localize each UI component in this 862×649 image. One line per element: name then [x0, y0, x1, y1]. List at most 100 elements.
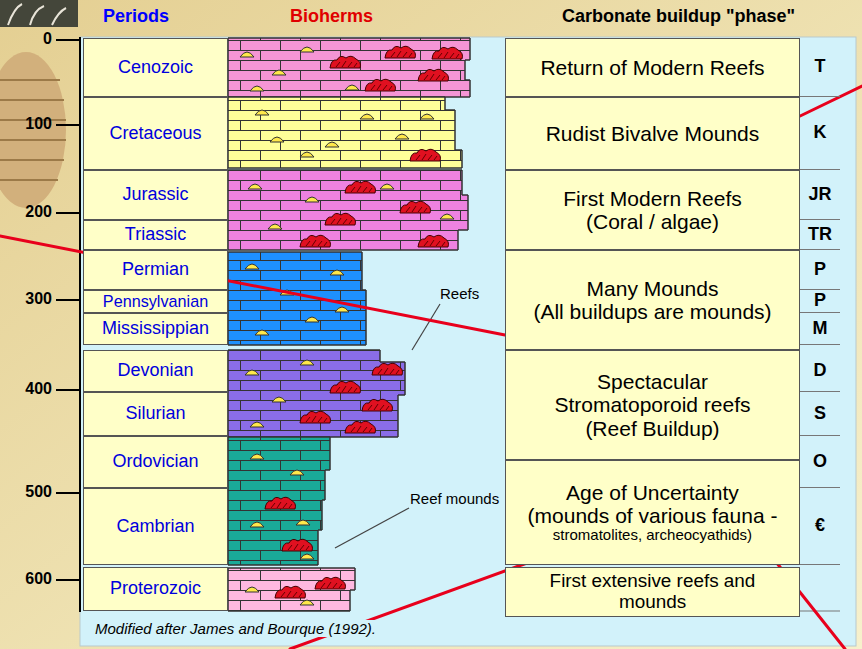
node-text: S	[814, 404, 826, 424]
reef-symbol	[365, 79, 396, 91]
node-content: D	[814, 361, 827, 381]
node-text: D	[814, 361, 827, 381]
reef-symbol	[345, 181, 376, 193]
pointer-line	[796, 86, 862, 118]
mound-symbol	[270, 137, 284, 142]
node-text: Permian	[122, 260, 189, 280]
mound-symbol	[300, 47, 314, 52]
reef-symbol	[385, 46, 416, 58]
mound-symbol	[272, 397, 286, 402]
node-text: (Reef Buildup)	[543, 417, 763, 440]
mound-symbol	[395, 134, 409, 139]
scale-tick	[56, 212, 80, 214]
leader-line	[335, 508, 409, 548]
time-scale	[56, 37, 80, 612]
node-text: Cretaceous	[109, 124, 201, 144]
scale-tick	[56, 299, 80, 301]
scale-number: 100	[0, 115, 52, 133]
mound-symbol	[440, 214, 454, 219]
node-text: Many Mounds	[533, 277, 771, 300]
node-content: Return of Modern Reefs	[540, 56, 764, 79]
node-content: T	[815, 57, 826, 77]
scale-number: 400	[0, 380, 52, 398]
node-text: Jurassic	[122, 185, 188, 205]
node-text: First extensive reefs and mounds	[548, 571, 758, 613]
node-text: stromatolites, archeocyathids)	[528, 527, 778, 544]
mound-symbol	[250, 422, 264, 427]
period-cell: Ordovician	[83, 436, 228, 488]
column-header: Periods	[103, 6, 169, 27]
leader-lines	[335, 304, 440, 548]
period-symbol: T	[800, 38, 840, 97]
mound-symbol	[250, 454, 264, 459]
bioherm-band	[228, 170, 468, 250]
brick-texture	[228, 170, 468, 250]
mound-symbol	[250, 522, 264, 527]
node-content: Proterozoic	[110, 579, 201, 599]
period-symbol: O	[800, 436, 840, 488]
mound-symbol	[296, 520, 310, 525]
brick-texture	[228, 252, 366, 345]
node-text: Return of Modern Reefs	[540, 56, 764, 79]
mound-symbol	[305, 197, 319, 202]
node-content: Ordovician	[112, 452, 198, 472]
node-text: First Modern Reefs	[563, 187, 742, 210]
bioherm-band	[228, 350, 405, 437]
scale-axis	[79, 37, 81, 612]
period-symbol: D	[800, 350, 840, 392]
node-content: Pennsylvanian	[103, 293, 208, 311]
node-text: Silurian	[125, 404, 185, 424]
mound-symbol	[300, 600, 314, 605]
bioherm-column	[228, 38, 470, 611]
bioherm-band	[228, 252, 366, 345]
trilobite-segments	[0, 80, 66, 180]
node-text: Cambrian	[116, 517, 194, 537]
mound-symbol	[245, 370, 259, 375]
mound-symbol	[300, 554, 314, 559]
mound-symbol	[248, 184, 262, 189]
reef-symbol	[345, 421, 376, 433]
scale-tick	[56, 389, 80, 391]
period-symbol: K	[800, 97, 840, 170]
node-text: JR	[808, 185, 831, 205]
node-content: Age of Uncertainty(mounds of various fau…	[528, 481, 778, 544]
node-content: Jurassic	[122, 185, 188, 205]
scale-number: 600	[0, 570, 52, 588]
node-text: Age of Uncertainty	[528, 481, 778, 504]
photo-patch	[0, 0, 78, 27]
mound-symbol	[330, 270, 344, 275]
mound-symbol	[305, 317, 319, 322]
node-text: Devonian	[117, 361, 193, 381]
period-cell: Cenozoic	[83, 38, 228, 97]
brick-texture	[228, 350, 405, 437]
mound-symbol	[380, 184, 394, 189]
period-symbol: JR	[800, 170, 840, 220]
node-content: TR	[808, 225, 832, 245]
node-content: Permian	[122, 260, 189, 280]
brick-texture	[228, 568, 355, 611]
mound-symbol	[245, 587, 259, 592]
node-content: S	[814, 404, 826, 424]
node-text: €	[815, 516, 825, 536]
leader-line	[412, 304, 440, 350]
bioherm-band	[228, 437, 330, 565]
node-text: Cenozoic	[118, 58, 193, 78]
brick-texture	[228, 437, 330, 565]
reef-symbol	[362, 399, 393, 411]
mound-symbol	[290, 470, 304, 475]
node-content: Many Mounds(All buildups are mounds)	[533, 277, 771, 323]
node-content: Mississippian	[102, 319, 209, 339]
callout-label: Reef mounds	[410, 490, 499, 507]
node-content: First Modern Reefs(Coral / algae)	[563, 187, 742, 233]
period-cell: Devonian	[83, 350, 228, 392]
brick-texture	[228, 38, 470, 97]
node-text: Proterozoic	[110, 579, 201, 599]
mound-symbol	[250, 86, 264, 91]
period-cell: Triassic	[83, 220, 228, 250]
node-content: Cambrian	[116, 517, 194, 537]
node-content: O	[813, 452, 827, 472]
node-content: Devonian	[117, 361, 193, 381]
reef-symbol	[330, 381, 361, 393]
